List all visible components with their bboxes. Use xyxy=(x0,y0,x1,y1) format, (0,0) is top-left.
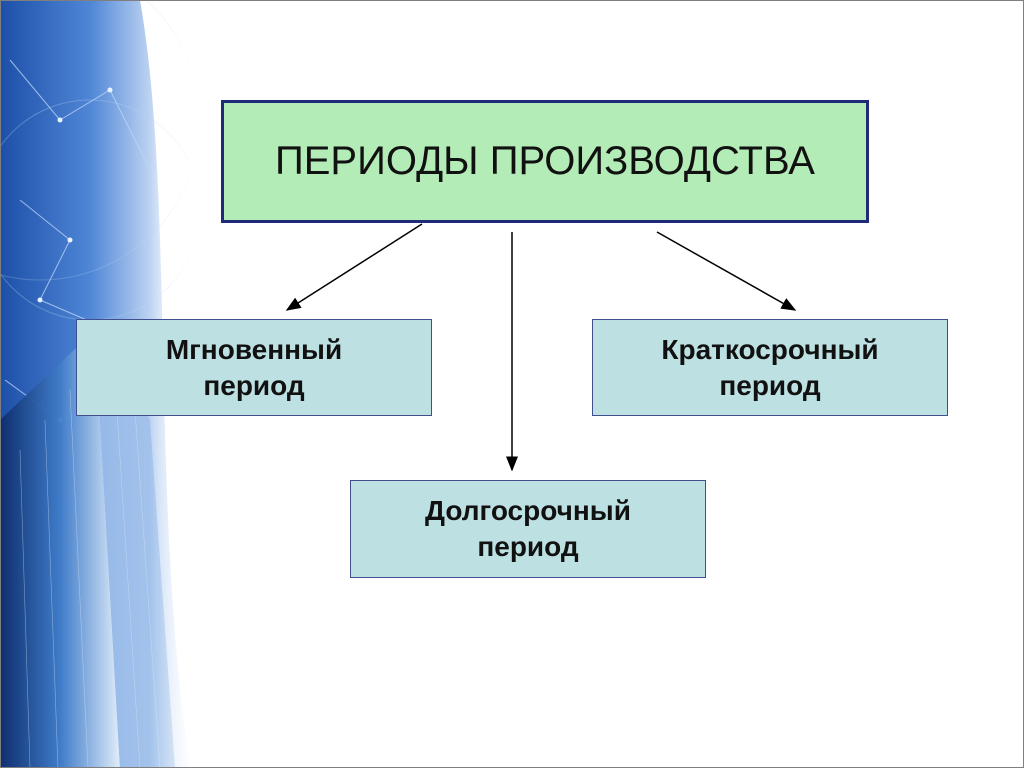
node-short-term-period: Краткосрочный период xyxy=(592,319,948,416)
arrow-to-short xyxy=(656,231,797,311)
root-node: ПЕРИОДЫ ПРОИЗВОДСТВА xyxy=(221,100,869,223)
arrow-to-instant xyxy=(285,223,423,311)
node-instant-period-label: Мгновенный период xyxy=(165,333,343,401)
node-long-term-period: Долгосрочный период xyxy=(350,480,706,578)
node-long-term-period-label: Долгосрочный период xyxy=(425,495,631,562)
node-short-term-period-label: Краткосрочный период xyxy=(661,333,879,401)
root-node-label: ПЕРИОДЫ ПРОИЗВОДСТВА xyxy=(275,139,815,183)
node-instant-period: Мгновенный период xyxy=(76,319,432,416)
